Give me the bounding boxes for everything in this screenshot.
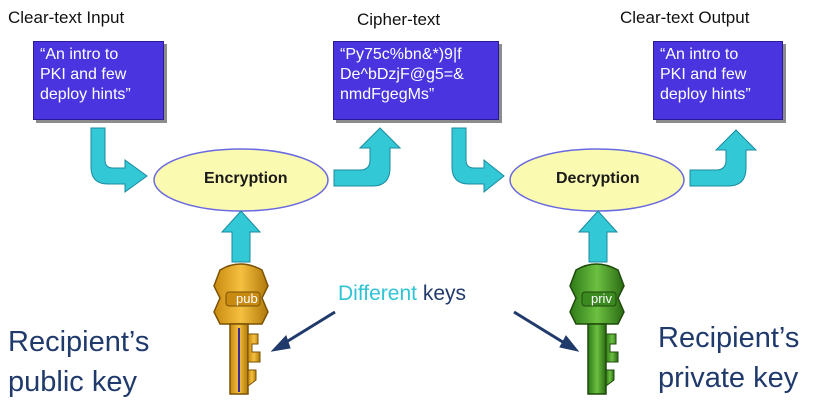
decryption-label: Decryption <box>556 170 640 187</box>
cipher-line-2: De^bDzjF@g5=& <box>340 66 464 83</box>
arrow-pubkey-to-encryption <box>220 210 262 263</box>
different-keys-accent: Different <box>338 282 417 305</box>
pointer-to-private-key <box>513 310 580 352</box>
output-line-1: “An intro to <box>660 46 739 63</box>
arrow-decryption-to-output <box>689 129 758 187</box>
private-key-icon <box>569 263 625 395</box>
arrow-encryption-to-cipher <box>333 127 402 187</box>
input-line-2: PKI and few <box>40 66 127 83</box>
public-key-caption-line-2: public key <box>8 366 137 398</box>
public-key-caption-line-1: Recipient’s <box>8 326 150 358</box>
arrow-privkey-to-decryption <box>577 210 619 263</box>
private-key-caption-line-2: private key <box>658 362 799 394</box>
input-line-3: deploy hints” <box>40 86 131 103</box>
private-key-caption: Recipient’s private key <box>658 318 799 398</box>
cipher-line-1: “Py75c%bn&*)9|f <box>340 46 462 63</box>
public-key-caption: Recipient’s public key <box>8 322 149 402</box>
public-key-icon <box>213 263 269 395</box>
input-label: Clear-text Input <box>8 8 125 27</box>
private-key-caption-line-1: Recipient’s <box>658 322 800 354</box>
cipher-label: Cipher-text <box>357 10 441 29</box>
output-line-2: PKI and few <box>660 66 747 83</box>
different-keys-rest: keys <box>417 282 467 305</box>
public-key-tag: pub <box>236 291 258 306</box>
encryption-label: Encryption <box>204 170 288 187</box>
input-line-1: “An intro to <box>40 46 119 63</box>
different-keys-label: Different keys <box>338 282 466 306</box>
cipher-text-box: “Py75c%bn&*)9|f De^bDzjF@g5=& nmdFgegMs” <box>333 41 499 120</box>
output-line-3: deploy hints” <box>660 86 751 103</box>
private-key-tag: priv <box>591 291 612 306</box>
pointer-to-public-key <box>270 310 336 352</box>
output-text-box: “An intro to PKI and few deploy hints” <box>653 41 783 120</box>
cipher-line-3: nmdFgegMs” <box>340 86 435 103</box>
decryption-ellipse <box>509 148 685 212</box>
input-text-box: “An intro to PKI and few deploy hints” <box>33 41 164 120</box>
arrow-cipher-to-decryption <box>451 127 505 194</box>
output-label: Clear-text Output <box>620 8 750 27</box>
arrow-input-to-encryption <box>90 127 148 193</box>
